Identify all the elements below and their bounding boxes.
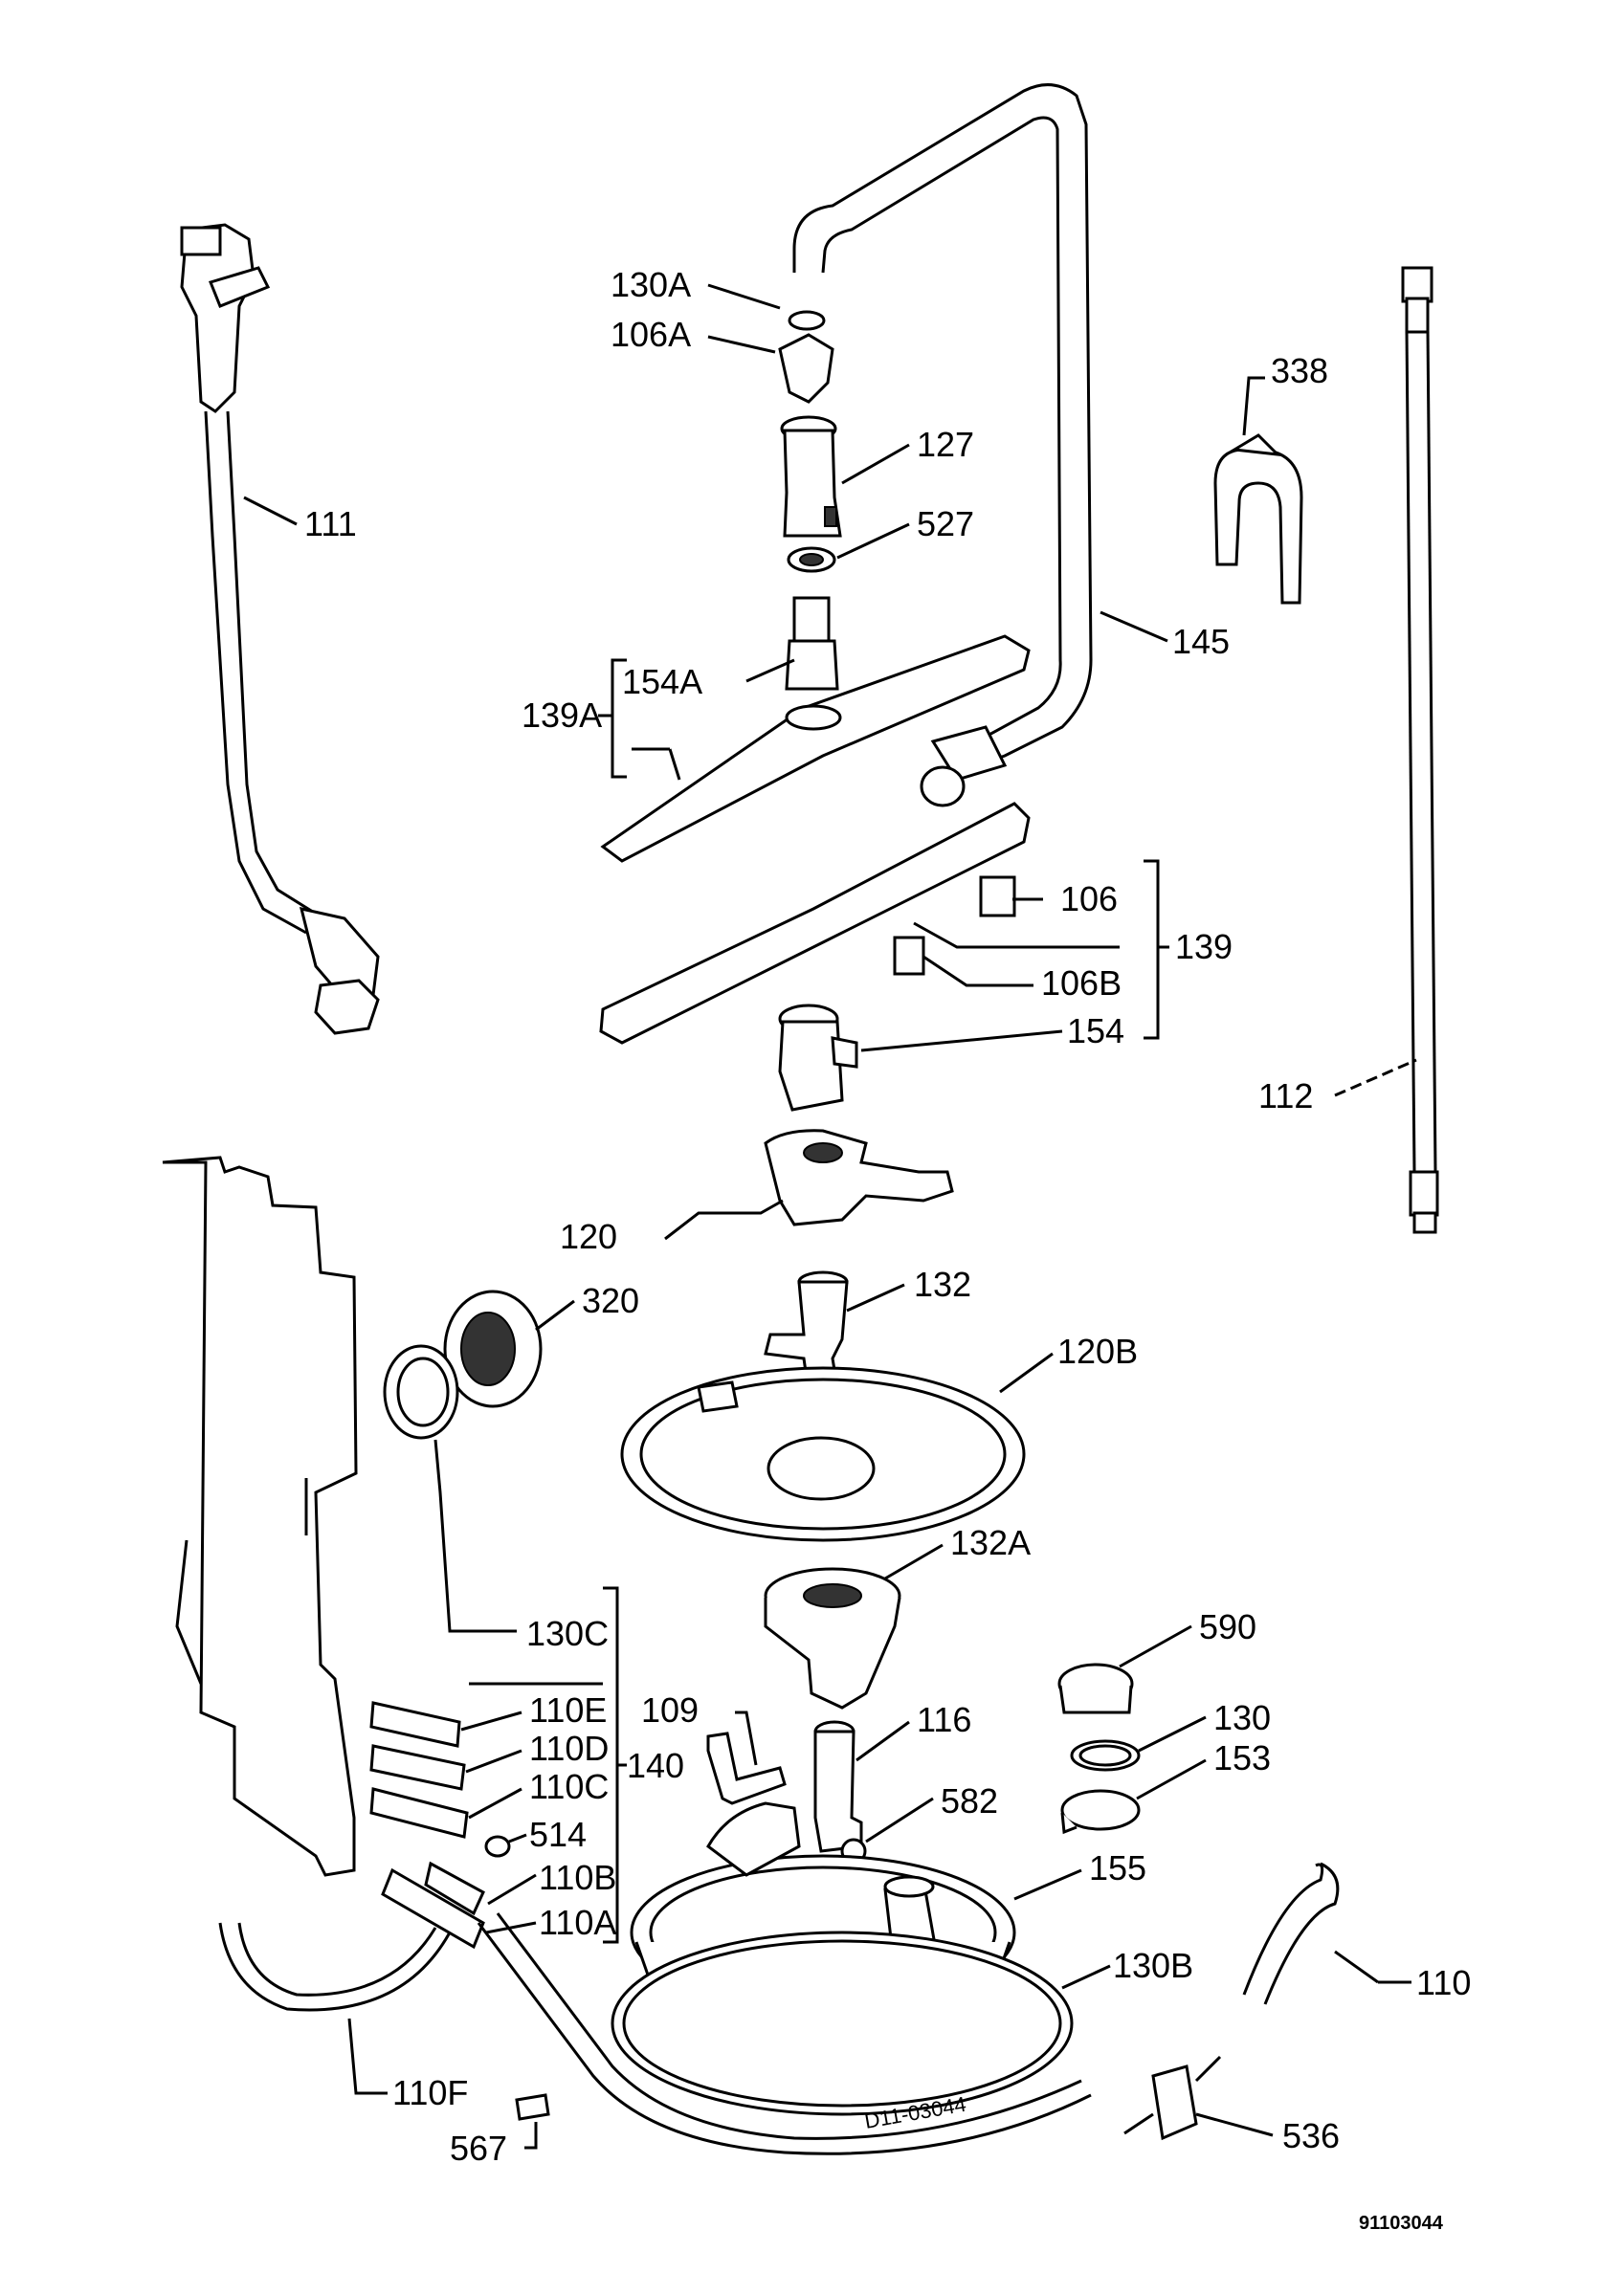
label-514: 514 (529, 1815, 587, 1854)
part-567-clip (515, 2093, 550, 2150)
part-132A-filter-base (764, 1543, 944, 1710)
part-320-pump-cap (443, 1290, 575, 1408)
part-110-hose (1242, 1862, 1411, 2005)
label-130: 130 (1213, 1698, 1271, 1737)
label-139A: 139A (522, 695, 602, 735)
part-110A-tube (381, 1867, 537, 1950)
label-536: 536 (1282, 2116, 1340, 2155)
part-111-inlet-hose (180, 223, 380, 1035)
part-112-long-hose (1334, 266, 1439, 1234)
label-106B: 106B (1041, 963, 1122, 1003)
part-110B-tube (424, 1861, 537, 1916)
label-132: 132 (914, 1265, 971, 1304)
label-320: 320 (582, 1281, 639, 1320)
label-110E: 110E (529, 1690, 607, 1730)
label-582: 582 (941, 1781, 998, 1821)
label-120: 120 (560, 1217, 617, 1256)
label-110A: 110A (539, 1903, 616, 1942)
label-145: 145 (1172, 622, 1230, 661)
label-338: 338 (1271, 351, 1328, 390)
label-132A: 132A (950, 1523, 1031, 1562)
label-130C: 130C (526, 1614, 609, 1653)
label-130A: 130A (611, 265, 691, 304)
part-139-lower-spray-arm (599, 802, 1031, 1045)
part-106-nozzle (979, 875, 1043, 917)
label-130B: 130B (1113, 1946, 1193, 1985)
part-manifold-panel (162, 1156, 358, 1877)
drawing-number: 91103044 (1359, 2213, 1444, 2234)
label-590: 590 (1199, 1607, 1256, 1646)
part-130-ring (1070, 1715, 1207, 1772)
label-116: 116 (917, 1700, 971, 1739)
label-127: 127 (917, 425, 974, 464)
label-140: 140 (627, 1746, 684, 1785)
label-109: 109 (641, 1690, 699, 1730)
label-110C: 110C (529, 1767, 609, 1806)
label-110D: 110D (529, 1729, 609, 1768)
label-106A: 106A (611, 315, 691, 354)
part-527-washer (787, 522, 910, 573)
part-110E-tube (369, 1701, 522, 1748)
label-153: 153 (1213, 1738, 1271, 1777)
part-110F-hose (218, 1922, 452, 2095)
label-154: 154 (1067, 1011, 1124, 1050)
brace-139 (1144, 859, 1169, 1040)
part-130C-ring (383, 1344, 517, 1633)
label-527: 527 (917, 504, 974, 543)
part-110D-tube (369, 1744, 522, 1791)
part-120B-filter-plate (620, 1352, 1054, 1542)
label-110F: 110F (392, 2073, 468, 2112)
part-154A-bearing (745, 596, 839, 691)
brace-139A (598, 658, 627, 779)
brace-140 (469, 1586, 627, 1944)
label-112: 112 (1258, 1076, 1313, 1115)
part-139A-upper-spray-arm (600, 634, 1031, 863)
part-109-bracket (706, 1711, 787, 1805)
part-145-conduit (792, 83, 1168, 807)
part-536-valve (1123, 2055, 1274, 2141)
part-106A-nut (707, 333, 834, 404)
part-590-cap (1057, 1624, 1192, 1714)
part-514-plug (484, 1833, 527, 1858)
part-130B-gasket (611, 1931, 1111, 2116)
label-139: 139 (1175, 927, 1233, 966)
part-130A-seal (707, 283, 826, 331)
label-111: 111 (304, 504, 357, 543)
label-110: 110 (1416, 1963, 1471, 2002)
label-155: 155 (1089, 1848, 1146, 1888)
label-567: 567 (450, 2129, 507, 2168)
part-116-pipe (813, 1720, 910, 1853)
label-120B: 120B (1057, 1332, 1138, 1371)
part-338-clip (1213, 376, 1303, 605)
part-154-bearing (778, 1004, 1063, 1112)
part-120-nut (664, 1129, 954, 1241)
label-110B: 110B (539, 1858, 616, 1897)
part-127-hub (780, 415, 910, 538)
part-110C-tube (369, 1787, 522, 1839)
part-106B-nozzle (893, 921, 1120, 987)
part-153-disc (1060, 1758, 1207, 1835)
label-106: 106 (1060, 879, 1118, 918)
part-drain-hose (477, 1912, 1092, 2155)
label-154A: 154A (622, 662, 702, 701)
